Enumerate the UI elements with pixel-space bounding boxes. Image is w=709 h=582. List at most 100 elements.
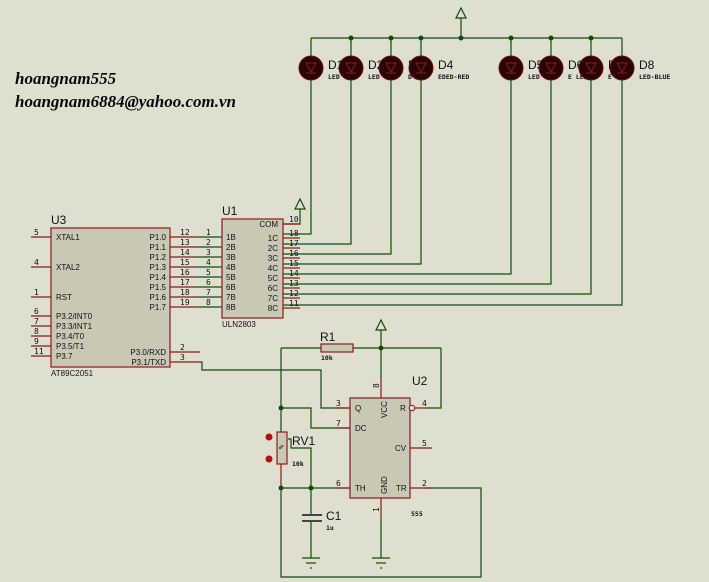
u1-input-4[interactable]: 44B: [206, 258, 236, 272]
pin-number: 7: [206, 288, 211, 297]
pin-number: 17: [289, 239, 299, 248]
pin-label: P1.5: [150, 283, 167, 292]
led-type: LED: [328, 73, 340, 81]
pin-label: 2B: [226, 243, 236, 252]
pin-label: P3.1/TXD: [131, 358, 166, 367]
pin-label: XTAL1: [56, 233, 80, 242]
ground-icon: [372, 557, 390, 569]
pin-number: 15: [180, 258, 190, 267]
u1-ref: U1: [222, 204, 238, 218]
pin-label: P3.7: [56, 352, 73, 361]
u3-ref: U3: [51, 213, 67, 227]
pin-label: COM: [259, 220, 278, 229]
u1-input-7[interactable]: 77B: [206, 288, 236, 302]
pin-label: P1.4: [150, 273, 167, 282]
power-terminal-top[interactable]: [455, 6, 467, 38]
u1-input-2[interactable]: 22B: [206, 238, 236, 252]
pin-label: 3C: [268, 254, 278, 263]
rv1-potentiometer[interactable]: % RV1 10k: [265, 431, 316, 488]
pin-number: 14: [180, 248, 190, 257]
u2-pin-label-gnd: GND: [380, 476, 389, 494]
u3-pin-3[interactable]: 3P3.1/TXD: [131, 353, 200, 367]
u2-555-timer[interactable]: U2 555: [349, 374, 428, 518]
led-type: E LED: [568, 73, 588, 81]
pin-label: P3.3/INT1: [56, 322, 93, 331]
rv1-adjust-down[interactable]: [265, 455, 273, 463]
u1-part: ULN2803: [222, 320, 256, 329]
c1-value: 1u: [326, 524, 334, 532]
u1-input-8[interactable]: 88B: [206, 298, 236, 312]
u2-pin-label-cv: CV: [395, 444, 407, 453]
u1-input-6[interactable]: 66B: [206, 278, 236, 292]
pin-label: 7C: [268, 294, 278, 303]
pin-label: P1.2: [150, 253, 167, 262]
pin-label: P1.7: [150, 303, 167, 312]
led-type: LED: [368, 73, 380, 81]
pin-label: 8C: [268, 304, 278, 313]
led-ref: D8: [639, 58, 655, 72]
pin-label: P3.2/INT0: [56, 312, 93, 321]
pin-label: 3B: [226, 253, 236, 262]
pin-number: 18: [180, 288, 190, 297]
u2-pin-label-q: Q: [355, 404, 361, 413]
pin-number: 3: [206, 248, 211, 257]
pin-number: 19: [180, 298, 190, 307]
u2-pin-num: 1: [372, 507, 381, 512]
u1-input-1[interactable]: 11B: [206, 228, 236, 242]
u3-pin-7[interactable]: 7P3.3/INT1: [31, 317, 93, 331]
c1-capacitor[interactable]: C1 1u: [302, 488, 342, 558]
rv1-adjust-up[interactable]: [265, 433, 273, 441]
u2-pin-num: 7: [336, 419, 341, 428]
u2-pin-num: 5: [422, 439, 427, 448]
u3-pin-6[interactable]: 6P3.2/INT0: [31, 307, 93, 321]
u3-pin-2[interactable]: 2P3.0/RXD: [130, 343, 200, 357]
pin-number: 2: [180, 343, 185, 352]
u2-ref: U2: [412, 374, 428, 388]
u3-pin-8[interactable]: 8P3.4/T0: [31, 327, 85, 341]
pin-number: 18: [289, 229, 299, 238]
pin-number: 14: [289, 269, 299, 278]
u1-uln2803[interactable]: U1 ULN2803: [221, 204, 284, 329]
u2-pin-label-th: TH: [355, 484, 366, 493]
pin-label: 1B: [226, 233, 236, 242]
pin-label: XTAL2: [56, 263, 80, 272]
pin-number: 6: [206, 278, 211, 287]
author-name: hoangnam555: [15, 69, 117, 88]
r1-ref: R1: [320, 330, 336, 344]
ground-icon: [302, 557, 320, 569]
pin-number: 11: [34, 347, 44, 356]
u3-at89c2051[interactable]: U3 AT89C2051: [50, 213, 171, 378]
u1-input-5[interactable]: 55B: [206, 268, 236, 282]
u1-input-3[interactable]: 3 3B: [206, 248, 236, 262]
r1-resistor[interactable]: R1 10k: [320, 330, 354, 362]
power-terminal-555[interactable]: [375, 318, 387, 348]
pin-label: P1.1: [150, 243, 167, 252]
u3-pin-9[interactable]: 9P3.5/T1: [31, 337, 85, 351]
